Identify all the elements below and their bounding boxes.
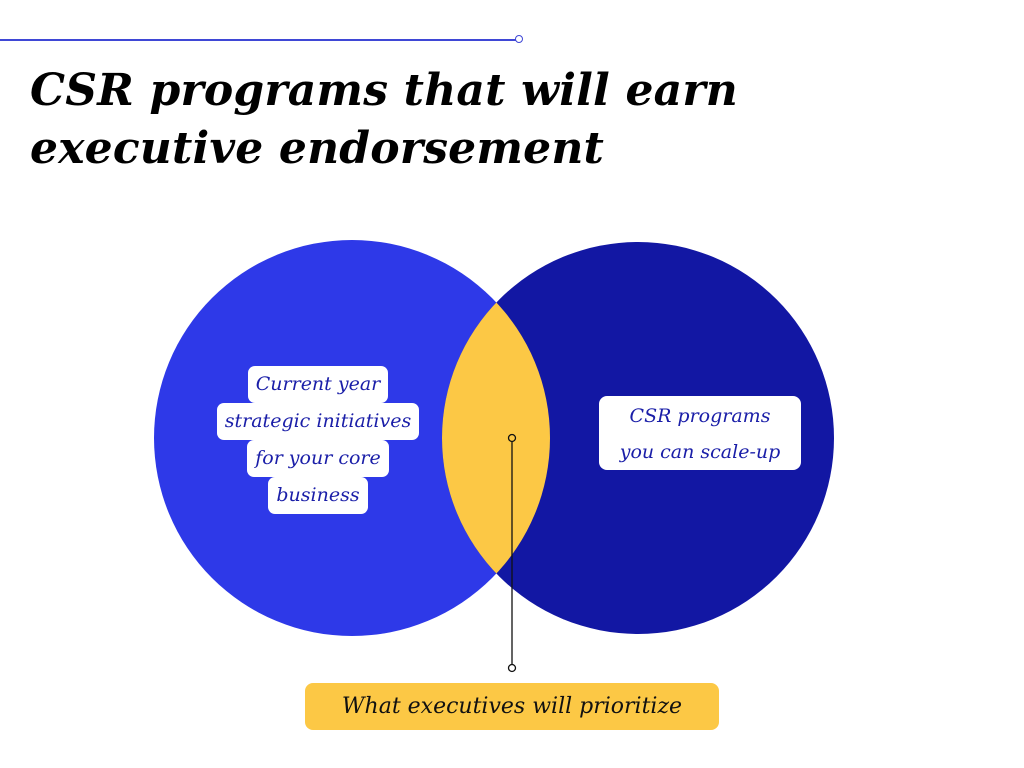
left-circle-label: Current year strategic initiatives for y… (213, 366, 423, 514)
callout-dot-bottom (507, 663, 517, 673)
title-line-2: executive endorsement (30, 123, 605, 174)
right-label-line-2: you can scale-up (619, 441, 781, 463)
overlap-label: What executives will prioritize (305, 683, 719, 730)
left-label-line-4: business (268, 477, 368, 514)
top-rule (0, 39, 517, 41)
slide-title: CSR programs that will earn executive en… (30, 62, 930, 178)
callout-dot-top (507, 433, 517, 443)
top-rule-endpoint (515, 35, 523, 43)
left-label-line-2: strategic initiatives (216, 403, 420, 440)
left-label-line-3: for your core (247, 440, 389, 477)
right-circle-label: CSR programs you can scale-up (599, 396, 801, 470)
title-line-1: CSR programs that will earn (30, 65, 738, 116)
right-label-line-1: CSR programs (629, 405, 771, 427)
left-label-line-1: Current year (247, 366, 389, 403)
